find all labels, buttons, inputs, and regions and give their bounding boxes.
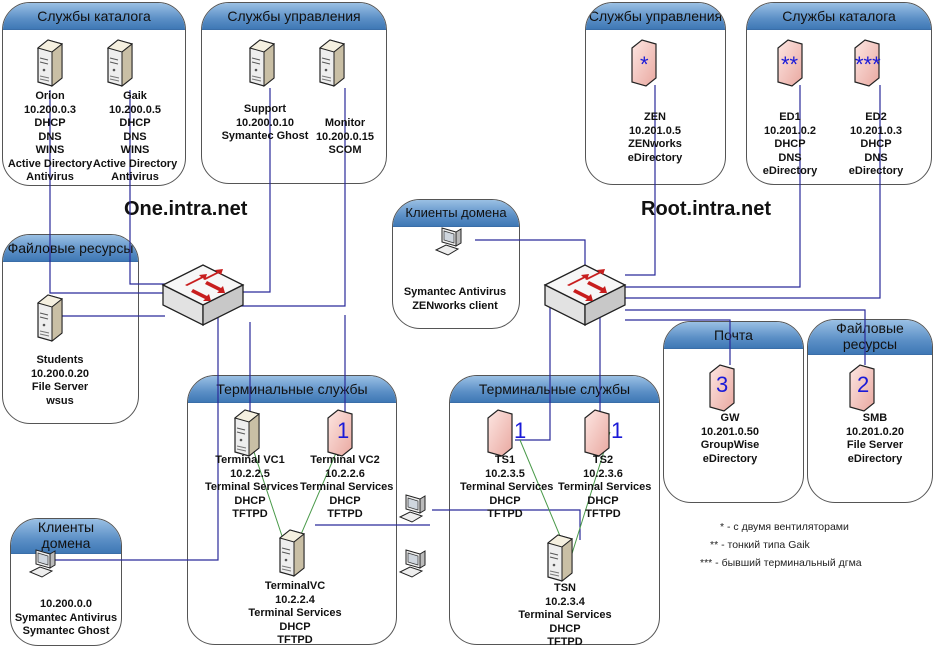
- badge-ts2: 1: [611, 418, 624, 443]
- legend-item: ** - тонкий типа Gaik: [710, 539, 810, 551]
- badge-smb: 2: [857, 372, 870, 397]
- legend: * - с двумя вентиляторами ** - тонкий ти…: [700, 518, 862, 572]
- group-title: Файловые ресурсы: [808, 320, 932, 355]
- switch-one-intra: [162, 264, 244, 326]
- badge-zen: *: [640, 52, 649, 77]
- domain-title-right: Root.intra.net: [641, 198, 771, 220]
- group-title: Службы управления: [586, 3, 725, 30]
- badge-gw: 3: [716, 372, 729, 397]
- legend-item: * - с двумя вентиляторами: [720, 521, 849, 533]
- group-title: Клиенты домена: [11, 519, 121, 554]
- pc-icon-thin-client-2: [399, 549, 426, 578]
- pc-icon-thin-client-1: [399, 494, 426, 523]
- group-title: Службы управления: [202, 3, 386, 30]
- group-title: Почта: [664, 322, 803, 349]
- badge-ts1: 1: [514, 418, 527, 443]
- badge-ed2: ***: [855, 52, 881, 77]
- group-title: Службы каталога: [747, 3, 931, 30]
- legend-item: *** - бывший терминальный дгма: [700, 557, 862, 569]
- group-title: Терминальные службы: [450, 376, 659, 403]
- domain-title-left: One.intra.net: [124, 198, 248, 220]
- group-files-right: Файловые ресурсы: [807, 319, 933, 503]
- badge-vc2: 1: [337, 418, 350, 443]
- group-title: Клиенты домена: [393, 200, 519, 227]
- group-title: Службы каталога: [3, 3, 185, 30]
- group-title: Терминальные службы: [188, 376, 396, 403]
- group-title: Файловые ресурсы: [3, 235, 138, 262]
- switch-root-intra: [544, 264, 626, 326]
- badge-ed1: **: [781, 52, 799, 77]
